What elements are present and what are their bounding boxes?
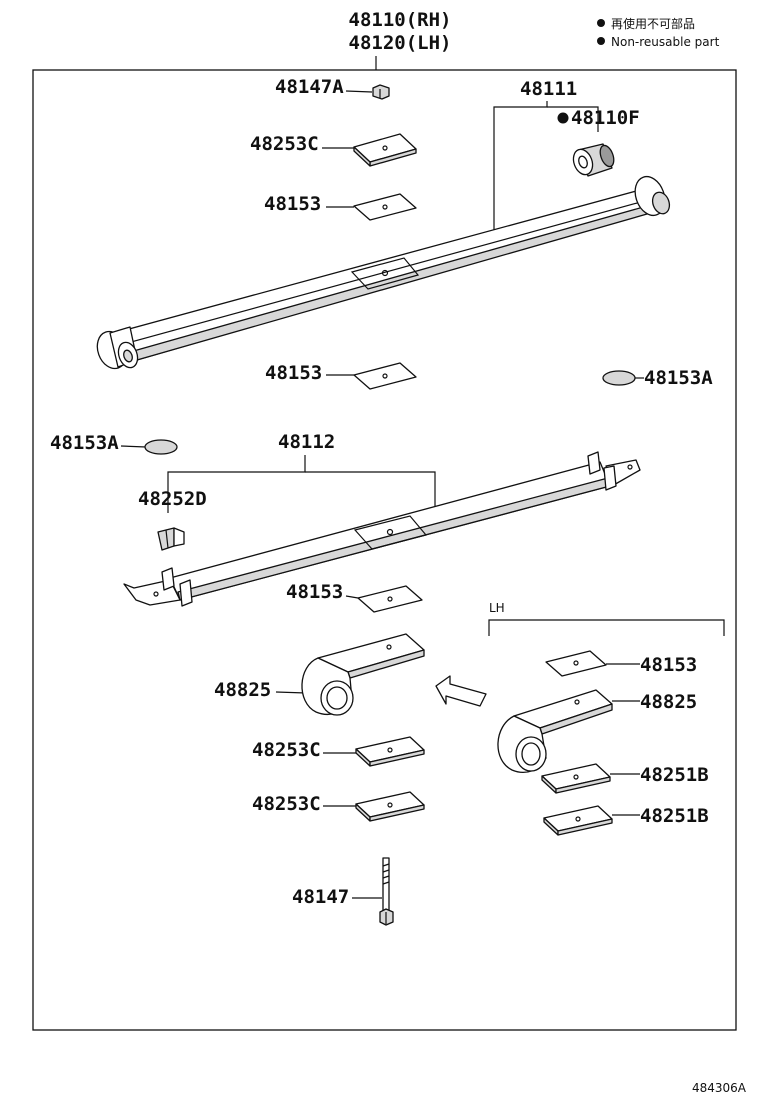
nut-part [372,84,390,100]
label-48251b-b: 48251B [640,805,709,827]
label-48252d: 48252D [138,488,207,510]
label-48153-c: 48153 [286,581,343,603]
legend-en: Non-reusable part [611,35,720,49]
label-48825-left: 48825 [214,679,271,701]
label-48153-b: 48153 [265,362,322,384]
leaf-spring-main [96,175,671,370]
bolt-part [379,857,394,926]
assembly-number-lh: 48120(LH) [349,32,452,54]
leader-48153a-left [120,445,147,448]
label-48110f: 48110F [571,107,640,129]
direction-arrow-icon [435,675,487,707]
label-48251b-a: 48251B [640,764,709,786]
pad-part-lh [545,650,607,677]
bushing-part [572,143,615,177]
leader-48153-c [345,595,359,599]
label-48147a: 48147A [275,76,344,98]
leader-48825-left [275,691,307,694]
plate-part [355,791,425,822]
label-48253c-mid: 48253C [252,739,321,761]
legend-bullet-icon [597,37,605,45]
disk-part-right [602,370,636,386]
plate-part-lh-b [543,805,613,836]
label-48153-a: 48153 [264,193,321,215]
label-48153a-left: 48153A [50,432,119,454]
label-48153a-right: 48153A [644,367,713,389]
pad-part [353,362,417,390]
label-48253c-top: 48253C [250,133,319,155]
lh-tag: LH [489,601,505,615]
label-48153-lh: 48153 [640,654,697,676]
plate-part [353,133,417,167]
label-48147: 48147 [292,886,349,908]
clip-part [157,527,185,551]
legend-jp: 再使用不可部品 [611,16,695,31]
disk-part-left [144,439,178,455]
diagram-frame [32,69,737,1031]
leaf-spring-secondary [123,451,641,607]
figure-id: 484306A [692,1081,747,1095]
label-48111: 48111 [520,78,577,100]
assembly-number-rh: 48110(RH) [349,9,452,31]
non-reusable-bullet-icon [557,112,569,124]
plate-part-lh-a [541,763,611,794]
spring-seat-part-left [301,633,425,716]
pad-part [357,585,423,613]
label-48253c-low: 48253C [252,793,321,815]
spring-seat-part-lh [497,689,613,773]
label-48825-lh: 48825 [640,691,697,713]
lh-bracket [488,619,725,636]
leader-48112 [167,455,306,513]
plate-part [355,736,425,767]
label-48112: 48112 [278,431,335,453]
legend-bullet-icon [597,19,605,27]
leader-48112-b [305,471,436,512]
pad-part [353,193,417,221]
leader-48111-b [547,106,599,132]
leader-48111 [493,101,548,236]
leader-48147a [345,90,373,93]
